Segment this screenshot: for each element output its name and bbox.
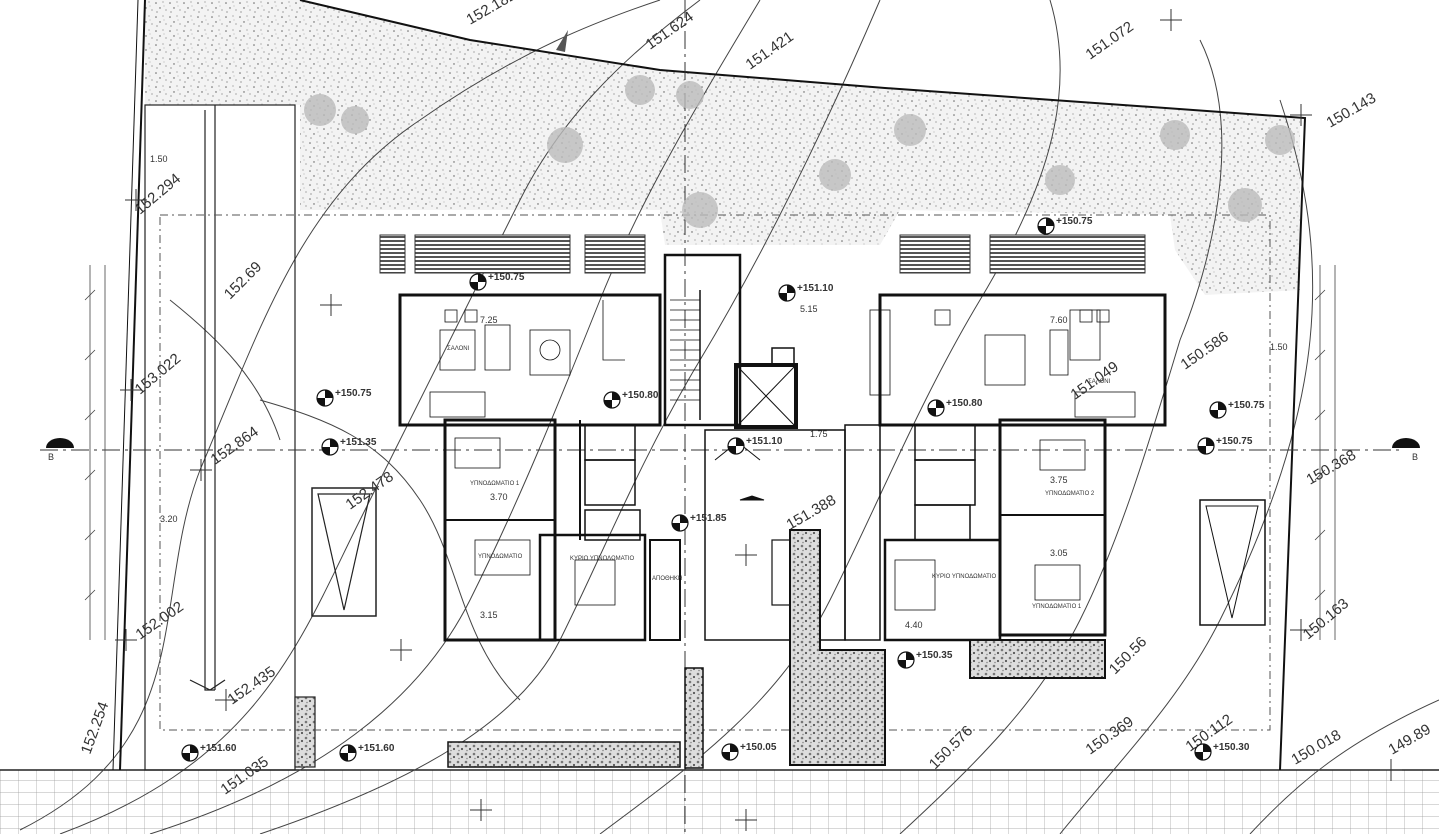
setback-line bbox=[159, 214, 1271, 731]
svg-text:+150.75: +150.75 bbox=[1056, 216, 1093, 227]
svg-text:+150.80: +150.80 bbox=[622, 390, 659, 401]
section-marker-left: B bbox=[46, 438, 74, 462]
trees bbox=[304, 75, 1295, 228]
svg-text:5.15: 5.15 bbox=[800, 304, 818, 314]
garden-area bbox=[145, 0, 1300, 295]
stone-walls bbox=[447, 529, 1106, 769]
room-labels: ΣΑΛΟΝΙ ΥΠΝΟΔΩΜΑΤΙΟ 1 ΥΠΝΟΔΩΜΑΤΙΟ ΚΥΡΙΟ Υ… bbox=[447, 346, 1111, 610]
svg-text:+150.80: +150.80 bbox=[946, 398, 983, 409]
svg-text:+150.05: +150.05 bbox=[740, 742, 777, 753]
svg-text:+151.10: +151.10 bbox=[797, 283, 834, 294]
svg-text:ΥΠΝΟΔΩΜΑΤΙΟ 1: ΥΠΝΟΔΩΜΑΤΙΟ 1 bbox=[470, 481, 520, 487]
svg-text:ΚΥΡΙΟ ΥΠΝΟΔΩΜΑΤΙΟ: ΚΥΡΙΟ ΥΠΝΟΔΩΜΑΤΙΟ bbox=[570, 556, 634, 562]
svg-text:1.50: 1.50 bbox=[150, 154, 168, 164]
dimension-labels: 7.25 7.60 5.15 1.75 3.15 4.40 3.05 3.75 … bbox=[150, 154, 1288, 630]
right-apartment bbox=[844, 293, 1266, 642]
svg-text:4.40: 4.40 bbox=[905, 620, 923, 630]
svg-text:7.25: 7.25 bbox=[480, 315, 498, 325]
svg-text:+151.10: +151.10 bbox=[746, 436, 783, 447]
level-markers: +150.75 +150.75 +151.35 +150.80 +151.10 … bbox=[181, 216, 1265, 762]
svg-text:7.60: 7.60 bbox=[1050, 315, 1068, 325]
svg-text:1.50: 1.50 bbox=[1270, 342, 1288, 352]
svg-text:+151.35: +151.35 bbox=[340, 437, 377, 448]
svg-text:B: B bbox=[1412, 452, 1418, 462]
svg-text:3.75: 3.75 bbox=[1050, 475, 1068, 485]
section-marker-right: B bbox=[1392, 438, 1420, 462]
solar-panels bbox=[379, 234, 1146, 274]
dimension-chain-left bbox=[84, 265, 1336, 640]
north-arrow-icon bbox=[556, 30, 568, 52]
svg-text:B: B bbox=[48, 452, 54, 462]
svg-text:3.70: 3.70 bbox=[490, 492, 508, 502]
svg-text:ΥΠΝΟΔΩΜΑΤΙΟ 1: ΥΠΝΟΔΩΜΑΤΙΟ 1 bbox=[1032, 604, 1082, 610]
left-apartment bbox=[398, 293, 681, 642]
svg-text:+150.30: +150.30 bbox=[1213, 742, 1250, 753]
svg-text:+150.75: +150.75 bbox=[335, 388, 372, 399]
paved-sidewalk bbox=[0, 770, 1439, 834]
svg-text:+151.60: +151.60 bbox=[200, 743, 237, 754]
spot-height-crosses bbox=[115, 9, 1402, 831]
svg-text:ΚΥΡΙΟ ΥΠΝΟΔΩΜΑΤΙΟ: ΚΥΡΙΟ ΥΠΝΟΔΩΜΑΤΙΟ bbox=[932, 574, 996, 580]
svg-text:ΥΠΝΟΔΩΜΑΤΙΟ: ΥΠΝΟΔΩΜΑΤΙΟ bbox=[478, 554, 523, 560]
svg-text:+150.75: +150.75 bbox=[1228, 400, 1265, 411]
svg-text:ΣΑΛΟΝΙ: ΣΑΛΟΝΙ bbox=[1088, 379, 1111, 385]
svg-text:3.20: 3.20 bbox=[160, 514, 178, 524]
driveway bbox=[144, 104, 377, 771]
svg-text:ΣΑΛΟΝΙ: ΣΑΛΟΝΙ bbox=[447, 346, 470, 352]
svg-text:1.75: 1.75 bbox=[810, 429, 828, 439]
svg-text:3.15: 3.15 bbox=[480, 610, 498, 620]
svg-text:+151.85: +151.85 bbox=[690, 513, 727, 524]
svg-text:3.05: 3.05 bbox=[1050, 548, 1068, 558]
svg-text:+151.60: +151.60 bbox=[358, 743, 395, 754]
svg-text:+150.75: +150.75 bbox=[1216, 436, 1253, 447]
property-boundary bbox=[112, 0, 1307, 771]
svg-text:ΑΠΟΘΗΚΗ: ΑΠΟΘΗΚΗ bbox=[652, 576, 682, 582]
stair-core bbox=[663, 253, 846, 641]
svg-text:+150.35: +150.35 bbox=[916, 650, 953, 661]
svg-text:ΥΠΝΟΔΩΜΑΤΙΟ 2: ΥΠΝΟΔΩΜΑΤΙΟ 2 bbox=[1045, 491, 1095, 497]
svg-text:+150.75: +150.75 bbox=[488, 272, 525, 283]
